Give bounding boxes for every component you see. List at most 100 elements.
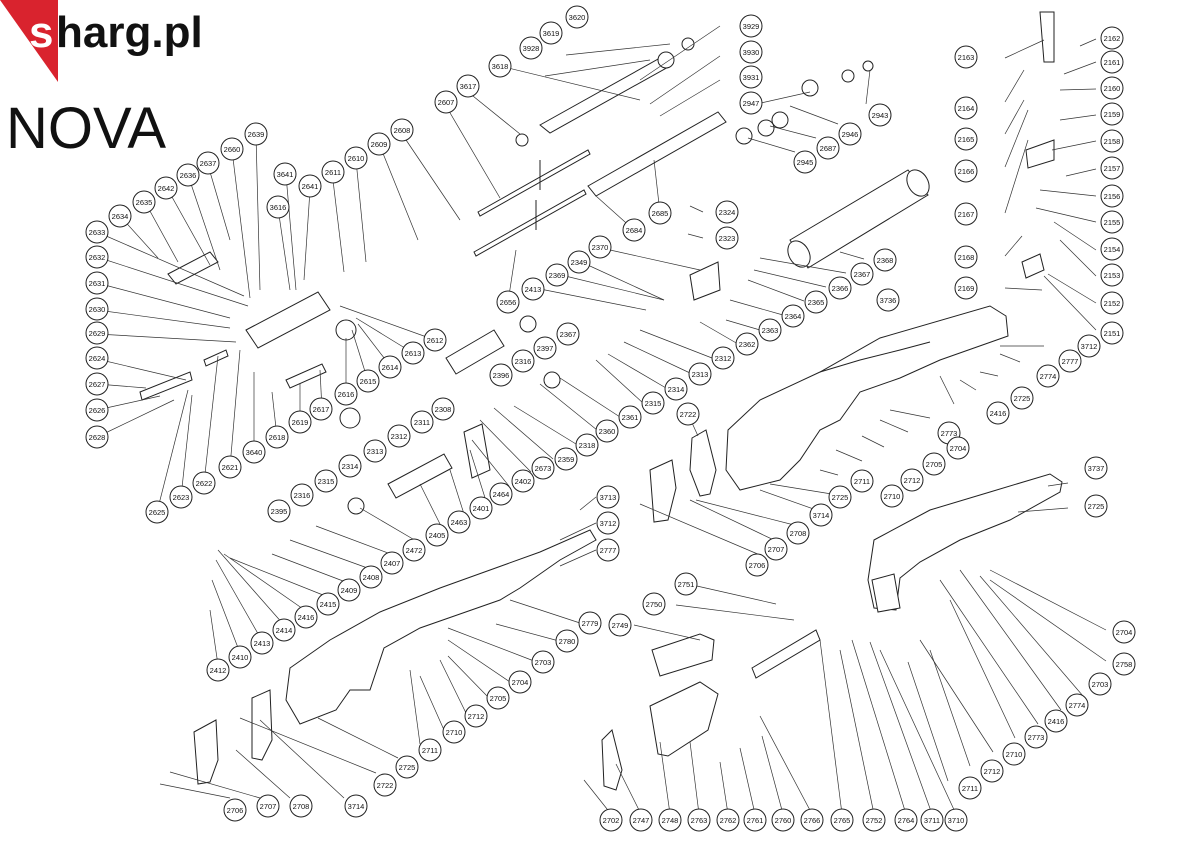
callout-2315b: 2315 [314, 469, 338, 493]
callout-label: 2151 [1104, 329, 1121, 338]
callout-2416b: 2416 [986, 401, 1010, 425]
callout-3737: 3737 [1084, 456, 1108, 480]
callout-2365: 2365 [804, 290, 828, 314]
callout-2315: 2315 [641, 391, 665, 415]
callout-2621: 2621 [218, 455, 242, 479]
callout-2610: 2610 [344, 146, 368, 170]
callout-2367b: 2367 [850, 262, 874, 286]
callout-label: 2169 [958, 284, 975, 293]
callout-label: 2639 [248, 130, 265, 139]
callout-label: 2416 [990, 409, 1007, 418]
callout-label: 3616 [270, 203, 287, 212]
callout-label: 2316 [515, 357, 532, 366]
callout-2622: 2622 [192, 471, 216, 495]
callout-2313b: 2313 [363, 439, 387, 463]
callout-2722: 2722 [676, 402, 700, 426]
callout-2761: 2761 [743, 808, 767, 832]
callout-2758: 2758 [1112, 652, 1136, 676]
callout-label: 2397 [537, 344, 554, 353]
callout-label: 2748 [662, 816, 679, 825]
callout-2765: 2765 [830, 808, 854, 832]
callout-3714: 3714 [809, 503, 833, 527]
callout-label: 2628 [89, 433, 106, 442]
callout-2760: 2760 [771, 808, 795, 832]
callout-label: 2752 [866, 816, 883, 825]
callout-label: 2610 [348, 154, 365, 163]
callout-2614: 2614 [378, 355, 402, 379]
callout-label: 2779 [582, 619, 599, 628]
callout-2311: 2311 [410, 410, 434, 434]
callout-label: 2710 [884, 492, 901, 501]
callout-label: 2368 [877, 256, 894, 265]
callout-2472: 2472 [402, 538, 426, 562]
callout-2364: 2364 [781, 304, 805, 328]
stock-part-3736 [649, 305, 1009, 523]
callout-2316: 2316 [511, 349, 535, 373]
callout-label: 2765 [834, 816, 851, 825]
callout-label: 2324 [719, 208, 736, 217]
leader-lines [96, 25, 1107, 815]
callout-2630: 2630 [85, 297, 109, 321]
callout-2155: 2155 [1100, 210, 1124, 234]
callout-2368: 2368 [873, 248, 897, 272]
callout-2167: 2167 [954, 202, 978, 226]
callout-2749: 2749 [608, 613, 632, 637]
callout-label: 2710 [1006, 750, 1023, 759]
callout-2397: 2397 [533, 336, 557, 360]
callout-label: 2611 [325, 168, 341, 177]
callout-label: 2777 [600, 546, 617, 555]
callout-label: 2312 [715, 354, 732, 363]
callout-2157: 2157 [1100, 156, 1124, 180]
callout-label: 2632 [89, 253, 106, 262]
callout-label: 3931 [743, 73, 760, 82]
callout-label: 2703 [1092, 680, 1109, 689]
callout-2704b: 2704 [508, 670, 532, 694]
callout-label: 2627 [89, 380, 106, 389]
callout-label: 2164 [958, 104, 975, 113]
callout-label: 2362 [739, 340, 756, 349]
callout-2169: 2169 [954, 276, 978, 300]
callout-label: 3712 [600, 519, 617, 528]
callout-label: 2725 [1088, 502, 1105, 511]
callout-label: 2312 [391, 432, 408, 441]
callout-label: 2166 [958, 167, 975, 176]
callout-2316b: 2316 [290, 483, 314, 507]
callout-2725: 2725 [1010, 386, 1034, 410]
callout-2617: 2617 [309, 397, 333, 421]
callout-label: 2402 [515, 477, 532, 486]
callout-2773b: 2773 [1024, 725, 1048, 749]
callout-label: 2617 [313, 405, 330, 414]
callout-2324: 2324 [715, 200, 739, 224]
callout-label: 2758 [1116, 660, 1133, 669]
callout-label: 2323 [719, 234, 736, 243]
callout-label: 3618 [492, 62, 509, 71]
callout-label: 2409 [341, 586, 358, 595]
callout-label: 2943 [872, 111, 889, 120]
callout-label: 2163 [958, 53, 975, 62]
callout-2779: 2779 [578, 611, 602, 635]
brand-logo[interactable]: s harg.pl [0, 0, 203, 82]
callout-2154: 2154 [1100, 237, 1124, 261]
callout-label: 2708 [790, 529, 807, 538]
callout-label: 2313 [367, 447, 384, 456]
callout-label: 3929 [743, 22, 760, 31]
parts-drawing [139, 11, 1063, 791]
callout-label: 2625 [149, 508, 166, 517]
callout-2153: 2153 [1100, 263, 1124, 287]
callout-2673: 2673 [531, 456, 555, 480]
callout-2415: 2415 [316, 592, 340, 616]
callout-2370: 2370 [588, 235, 612, 259]
callout-3736: 3736 [876, 288, 900, 312]
callout-label: 2359 [558, 455, 575, 464]
callout-2766: 2766 [800, 808, 824, 832]
callout-label: 2614 [382, 363, 399, 372]
callout-2318: 2318 [575, 433, 599, 457]
logo-initial: s [29, 8, 53, 57]
callout-label: 2656 [500, 298, 517, 307]
callout-2635: 2635 [132, 190, 156, 214]
callout-label: 2624 [89, 354, 106, 363]
callout-label: 2607 [438, 98, 455, 107]
callout-2947: 2947 [739, 91, 763, 115]
callout-label: 2722 [680, 410, 697, 419]
callout-2412: 2412 [206, 658, 230, 682]
